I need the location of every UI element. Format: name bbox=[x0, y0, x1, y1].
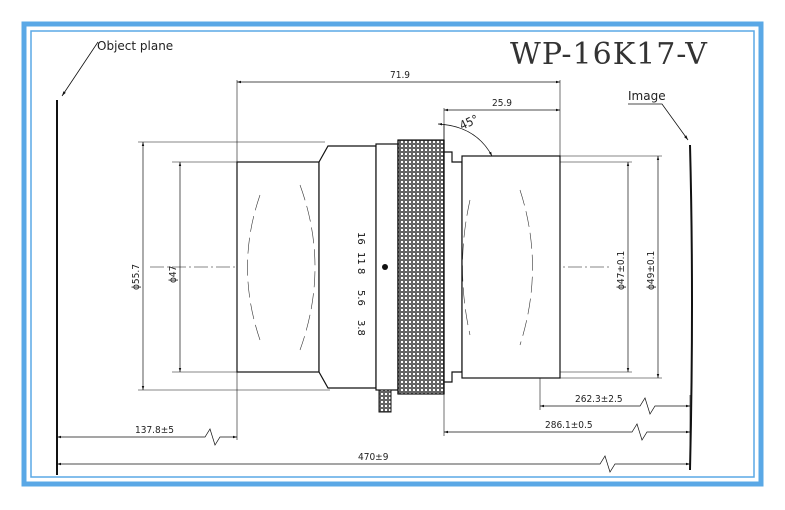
rear-mount bbox=[461, 155, 561, 379]
object-plane: Object plane bbox=[56, 39, 173, 475]
dim-total-distance bbox=[57, 455, 690, 473]
dim-image-distance bbox=[540, 397, 690, 415]
dim-angle-arc bbox=[437, 122, 493, 157]
label-flange-to-image: 286.1±0.5 bbox=[545, 420, 593, 431]
locking-screw bbox=[378, 389, 392, 413]
focus-ring-knurl bbox=[397, 139, 445, 395]
f-number: 5.6 bbox=[355, 290, 366, 306]
dimension-lines bbox=[57, 80, 690, 473]
aperture-scale: 16 11 8 5.6 3.8 bbox=[355, 232, 366, 336]
label-angle: 45° bbox=[457, 112, 480, 133]
dim-flange-to-image bbox=[444, 423, 690, 441]
dim-object-distance bbox=[57, 428, 237, 446]
extension-lines bbox=[138, 80, 691, 470]
label-total-distance: 470±9 bbox=[358, 452, 389, 463]
f-number: 16 bbox=[355, 232, 366, 245]
image-label: Image bbox=[628, 89, 666, 103]
label-rear-length: 25.9 bbox=[492, 98, 512, 109]
object-plane-label: Object plane bbox=[97, 39, 173, 53]
internal-lens-outlines bbox=[247, 184, 533, 351]
label-diameter-outer: ϕ55.7 bbox=[131, 264, 142, 290]
model-title: WP-16K17-V bbox=[510, 37, 708, 72]
label-image-distance: 262.3±2.5 bbox=[575, 394, 623, 405]
f-number: 3.8 bbox=[355, 320, 366, 336]
front-barrel bbox=[236, 161, 320, 373]
label-diameter-front: ϕ47 bbox=[168, 266, 179, 283]
rear-step bbox=[443, 151, 463, 383]
front-taper bbox=[318, 145, 377, 389]
f-number: 8 bbox=[355, 268, 366, 274]
image-plane: Image bbox=[628, 89, 693, 471]
outer-frame bbox=[21, 21, 764, 487]
label-diameter-rear-outer: ϕ49±0.1 bbox=[646, 251, 657, 290]
label-diameter-rear-inner: ϕ47±0.1 bbox=[616, 251, 627, 290]
label-overall-length: 71.9 bbox=[390, 70, 410, 81]
inner-frame bbox=[30, 30, 755, 478]
lens-body bbox=[236, 139, 561, 413]
label-object-distance: 137.8±5 bbox=[135, 425, 174, 436]
f-number: 11 bbox=[355, 252, 366, 265]
aperture-index-dot bbox=[382, 264, 388, 270]
